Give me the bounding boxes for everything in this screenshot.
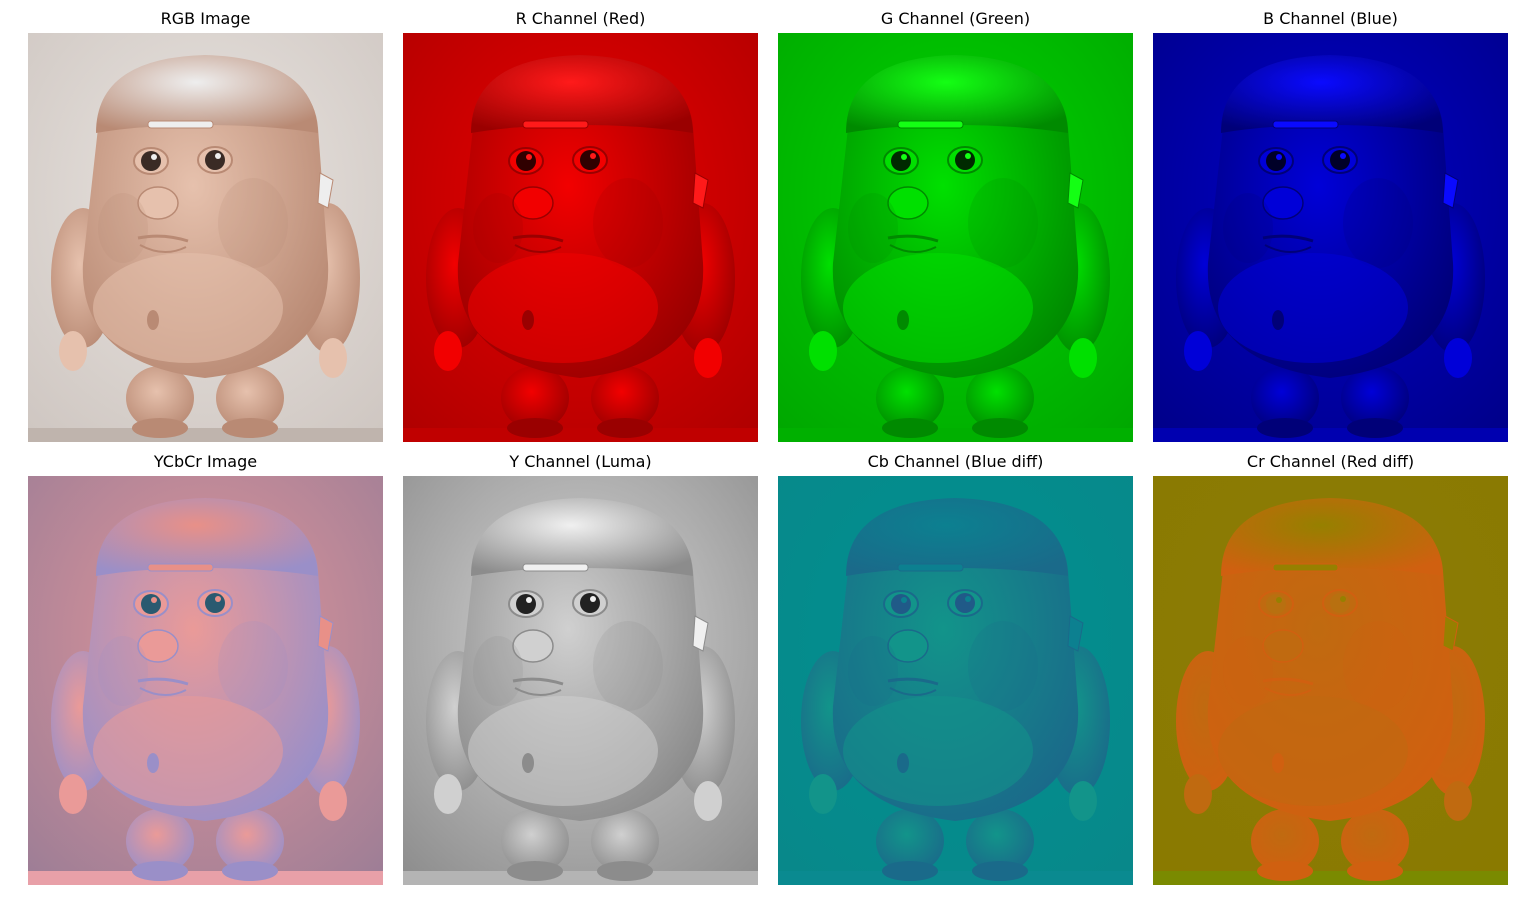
panel-title-g-channel: G Channel (Green): [880, 9, 1031, 28]
panel-image-cb-channel: [778, 476, 1133, 885]
panel-image-rgb: [28, 33, 383, 442]
panel-title-ycbcr: YCbCr Image: [153, 452, 258, 471]
panel-title-cb-channel: Cb Channel (Blue diff): [867, 452, 1044, 471]
panel-image-ycbcr: [28, 476, 383, 885]
panel-title-rgb: RGB Image: [160, 9, 251, 28]
panel-title-cr-channel: Cr Channel (Red diff): [1246, 452, 1415, 471]
panel-title-y-channel: Y Channel (Luma): [509, 452, 652, 471]
panel-title-r-channel: R Channel (Red): [515, 9, 646, 28]
panel-image-r-channel: [403, 33, 758, 442]
panel-image-b-channel: [1153, 33, 1508, 442]
panel-image-y-channel: [403, 476, 758, 885]
panel-image-cr-channel: [1153, 476, 1508, 885]
panel-image-g-channel: [778, 33, 1133, 442]
panel-title-b-channel: B Channel (Blue): [1263, 9, 1398, 28]
